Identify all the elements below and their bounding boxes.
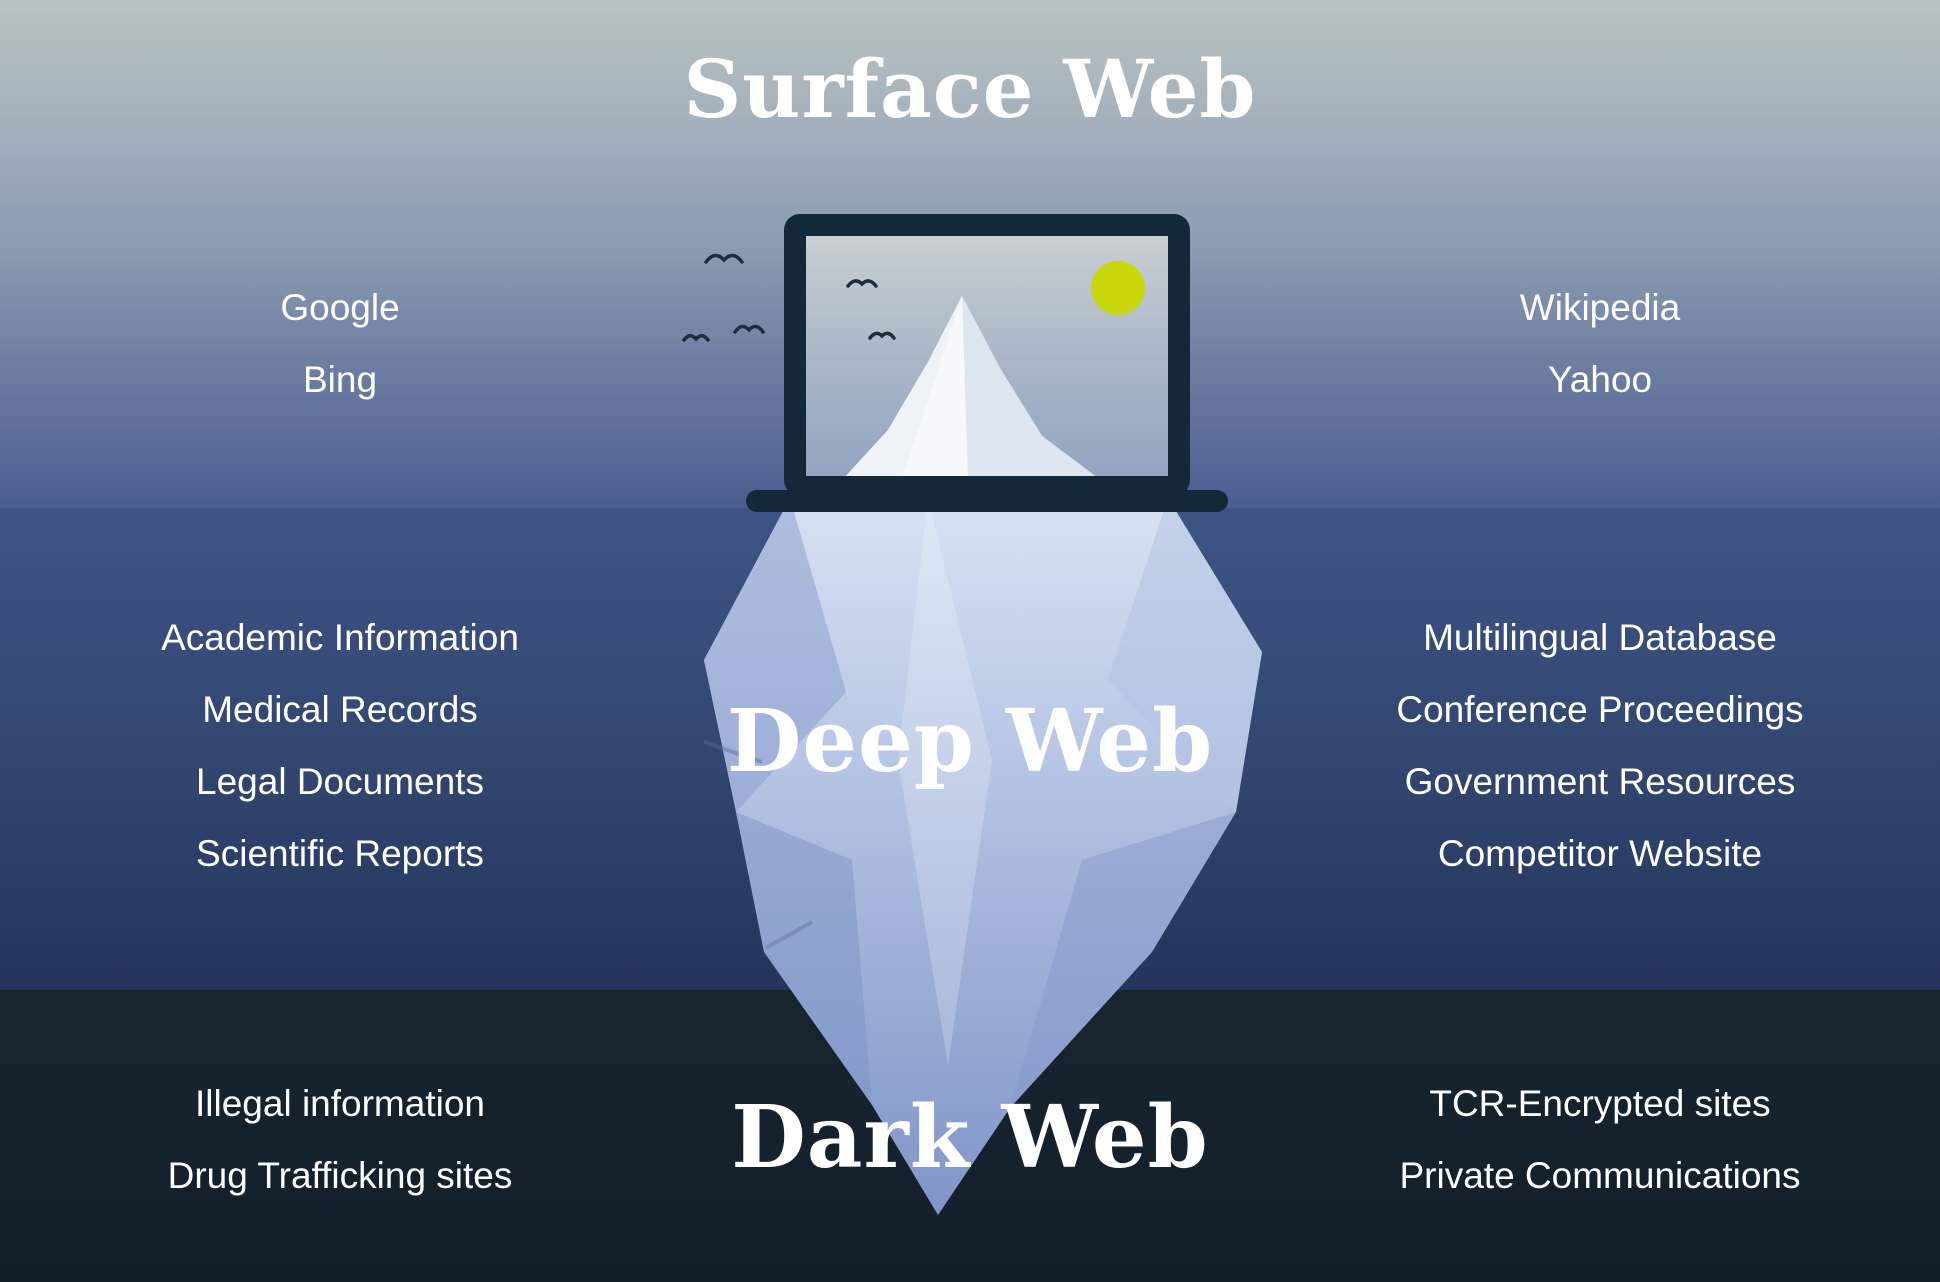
list-item: Scientific Reports — [196, 833, 484, 874]
deep-left-list: Academic Information Medical Records Leg… — [50, 616, 630, 876]
list-item: Private Communications — [1399, 1155, 1801, 1196]
list-item: Google — [280, 287, 400, 328]
dark-right-list: TCR-Encrypted sites Private Communicatio… — [1310, 1082, 1890, 1198]
iceberg-tip — [844, 296, 1098, 476]
dark-web-title: Dark Web — [731, 1087, 1209, 1188]
sun-icon — [1091, 261, 1145, 315]
birds-group — [682, 253, 896, 342]
list-item: Drug Trafficking sites — [167, 1155, 513, 1196]
list-item: Competitor Website — [1437, 833, 1763, 874]
deep-right-list: Multilingual Database Conference Proceed… — [1310, 616, 1890, 876]
list-item: Government Resources — [1404, 761, 1796, 802]
surface-right-list: Wikipedia Yahoo — [1310, 286, 1890, 402]
list-item: Academic Information — [161, 617, 519, 658]
bird-icon — [682, 334, 710, 342]
bird-icon — [733, 324, 765, 334]
list-item: Bing — [302, 359, 378, 400]
iceberg-underwater — [703, 498, 1262, 1215]
list-item: Legal Documents — [196, 761, 484, 802]
laptop-base — [746, 490, 1228, 512]
bird-icon — [868, 331, 896, 340]
list-item: Multilingual Database — [1423, 617, 1777, 658]
bird-icon — [846, 279, 878, 288]
list-item: Conference Proceedings — [1396, 689, 1804, 730]
deep-web-title: Deep Web — [726, 691, 1214, 792]
dark-left-list: Illegal information Drug Trafficking sit… — [50, 1082, 630, 1198]
list-item: TCR-Encrypted sites — [1429, 1083, 1771, 1124]
list-item: Illegal information — [195, 1083, 485, 1124]
list-item: Wikipedia — [1519, 287, 1681, 328]
bird-icon — [704, 253, 744, 264]
surface-left-list: Google Bing — [50, 286, 630, 402]
surface-web-title: Surface Web — [683, 42, 1257, 136]
list-item: Medical Records — [202, 689, 478, 730]
list-item: Yahoo — [1547, 359, 1653, 400]
